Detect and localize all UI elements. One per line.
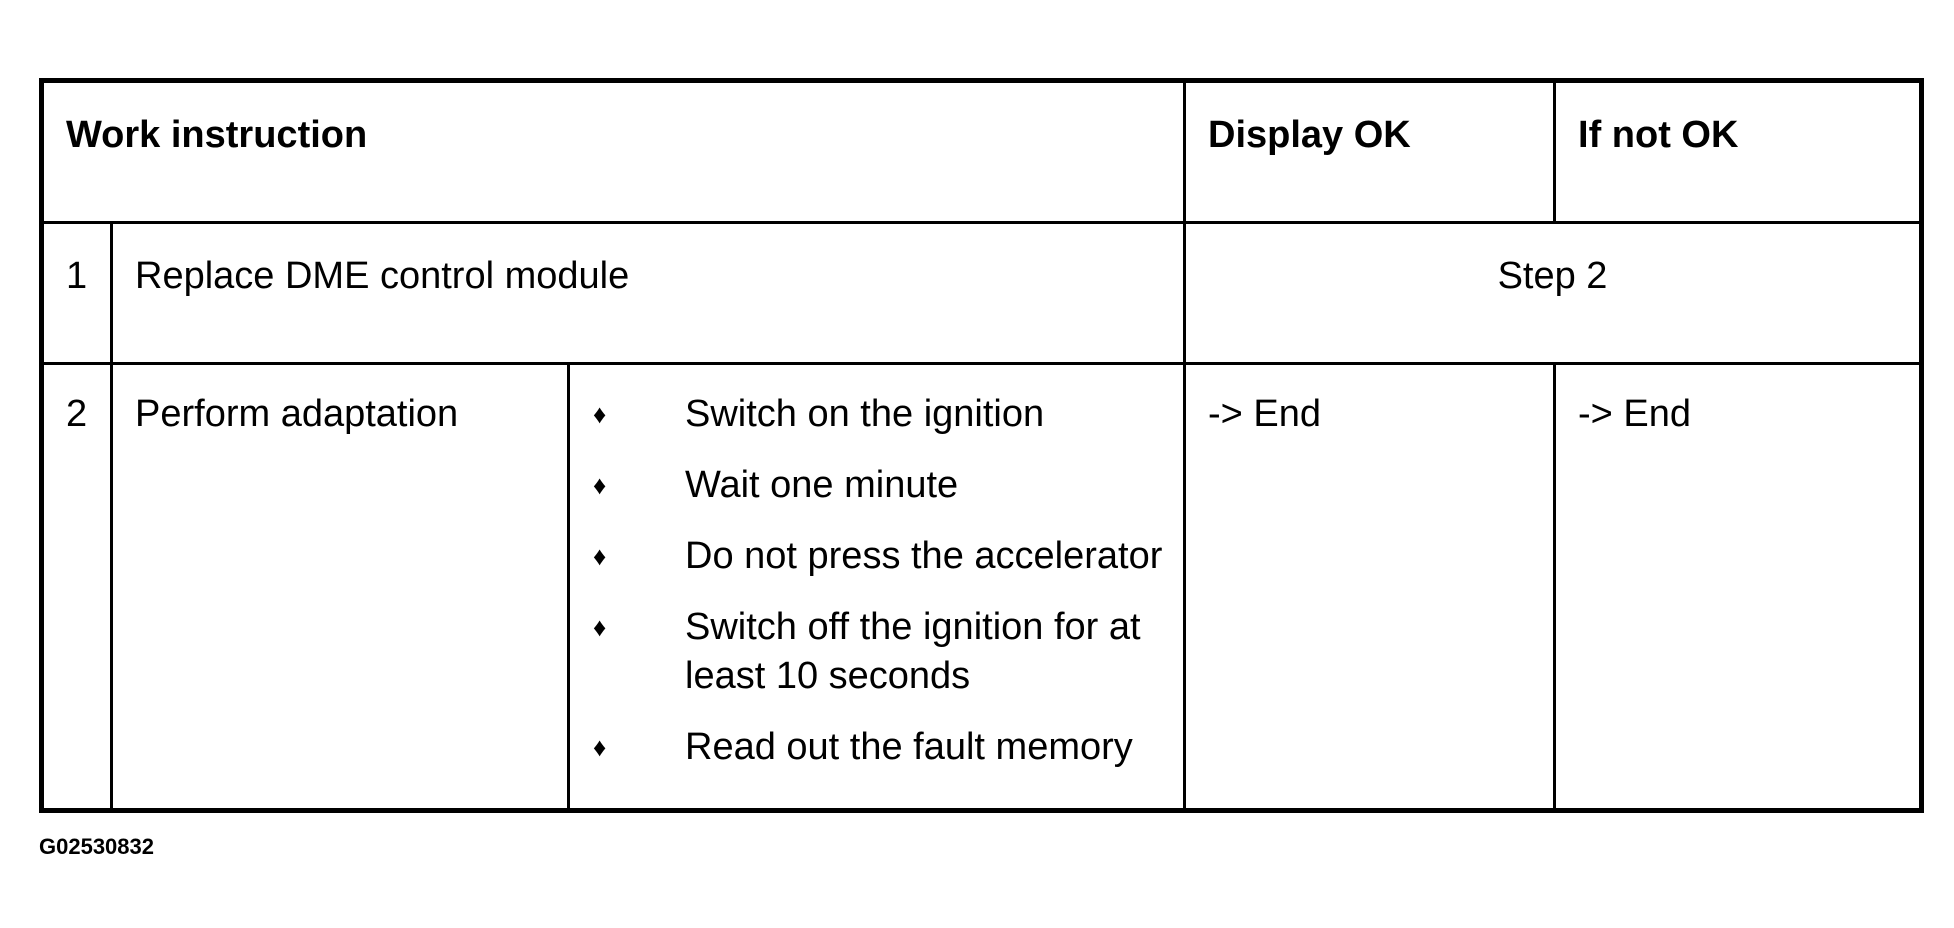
table-row: 1 Replace DME control module Step 2	[40, 221, 1924, 365]
header-if-not-ok: If not OK	[1553, 79, 1924, 224]
sub-step-text: Wait one minute	[685, 464, 959, 506]
result-text: Step 2	[1183, 221, 1924, 365]
display-ok-text: -> End	[1183, 362, 1557, 812]
header-work-instruction: Work instruction	[39, 79, 1187, 224]
sub-step-text: Switch off the ignition for at least 10 …	[685, 606, 1141, 697]
sub-step-text: Do not press the accelerator	[685, 535, 1163, 577]
sub-steps-cell: ♦ Switch on the ignition ♦ Wait one minute…	[566, 362, 1187, 812]
diamond-bullet-icon: ♦	[593, 470, 607, 500]
list-item: ♦ Read out the fault memory	[570, 723, 1183, 772]
list-item: ♦ Switch on the ignition	[570, 390, 1183, 439]
step-number: 2	[40, 362, 113, 812]
diamond-bullet-icon: ♦	[593, 541, 607, 571]
table-header-row: Work instruction Display OK If not OK	[39, 79, 1924, 224]
step-number: 1	[40, 221, 113, 365]
sub-step-text: Switch on the ignition	[685, 393, 1045, 435]
list-item: ♦ Switch off the ignition for at least 10…	[570, 603, 1183, 701]
sub-steps-list: ♦ Switch on the ignition ♦ Wait one minute…	[570, 390, 1183, 772]
list-item: ♦ Do not press the accelerator	[570, 532, 1183, 581]
diamond-bullet-icon: ♦	[593, 732, 607, 762]
work-instruction-table: Work instruction Display OK If not OK 1 …	[39, 78, 1925, 813]
header-display-ok: Display OK	[1183, 79, 1557, 224]
instruction-text: Perform adaptation	[110, 362, 570, 812]
sub-step-text: Read out the fault memory	[685, 726, 1133, 768]
diamond-bullet-icon: ♦	[593, 399, 607, 429]
diamond-bullet-icon: ♦	[593, 612, 607, 642]
figure-id: G02530832	[39, 834, 154, 859]
table-row: 2 Perform adaptation ♦ Switch on the igni…	[40, 362, 1924, 812]
if-not-ok-text: -> End	[1553, 362, 1924, 812]
list-item: ♦ Wait one minute	[570, 461, 1183, 510]
instruction-text: Replace DME control module	[109, 221, 1187, 365]
